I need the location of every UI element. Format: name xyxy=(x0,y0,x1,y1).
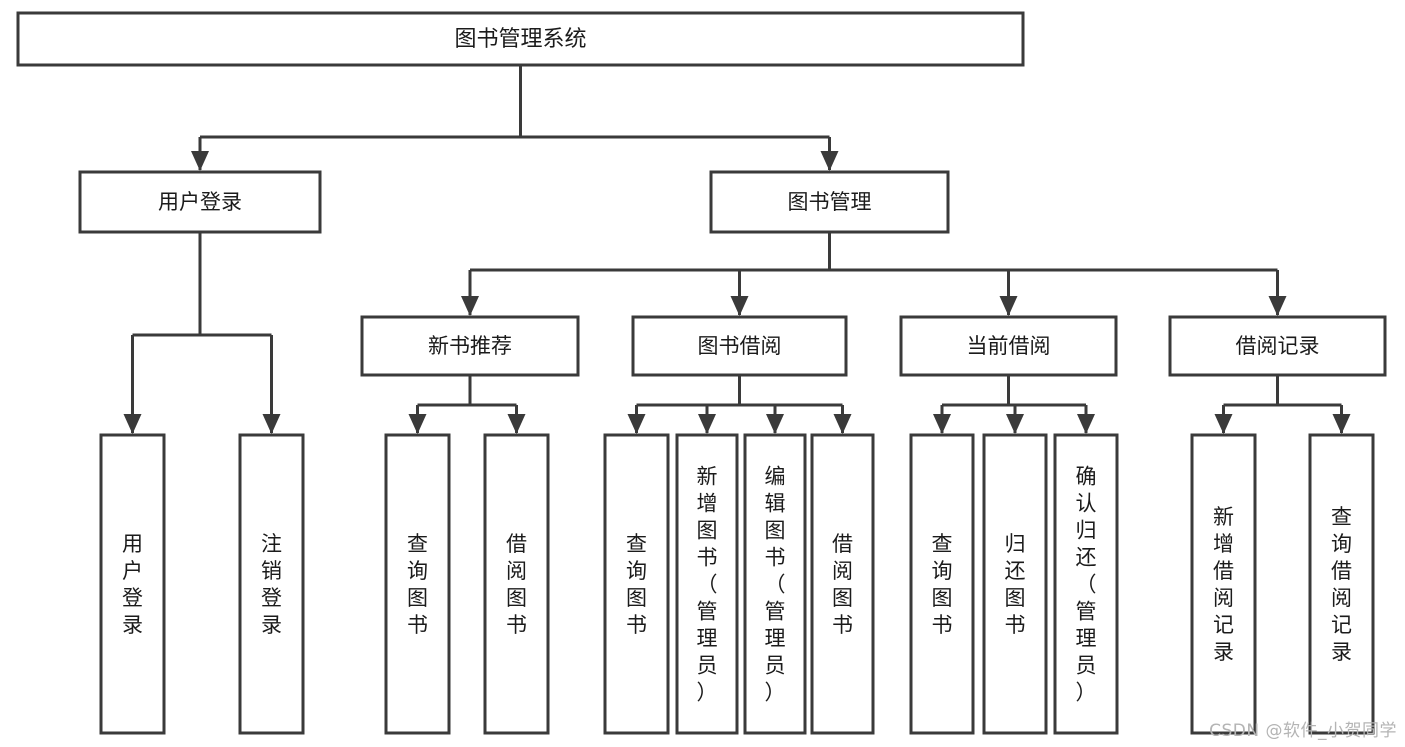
arrow-head-icon xyxy=(833,414,852,434)
node-label: 图书借阅 xyxy=(698,334,782,358)
node-label: 注销登录 xyxy=(261,532,282,637)
node-label: 查询图书 xyxy=(626,532,647,637)
node-leaf-query-book-3[interactable]: 查询图书 xyxy=(909,433,975,735)
node-label: 归还图书 xyxy=(1005,532,1026,637)
node-leaf-return-book[interactable]: 归还图书 xyxy=(982,433,1048,735)
node-label: 图书管理系统 xyxy=(454,27,586,52)
arrow-head-icon xyxy=(1214,414,1233,434)
node-label: 用户登录 xyxy=(158,190,242,214)
node-label: 查询图书 xyxy=(932,532,953,637)
arrow-head-icon xyxy=(766,414,784,434)
arrow-head-icon xyxy=(730,296,749,316)
node-box xyxy=(675,433,739,735)
arrow-head-icon xyxy=(999,296,1018,316)
node-leaf-confirm-return[interactable]: 确认归还（管理员） xyxy=(1053,433,1119,735)
node-layer: 图书管理系统用户登录图书管理新书推荐图书借阅当前借阅借阅记录用户登录注销登录查询… xyxy=(16,11,1387,735)
node-root[interactable]: 图书管理系统 xyxy=(16,11,1025,67)
node-box xyxy=(603,433,670,735)
node-label: 查询借阅记录 xyxy=(1331,505,1352,664)
arrow-head-icon xyxy=(507,414,526,434)
node-box xyxy=(709,170,950,234)
node-box xyxy=(238,433,305,735)
arrow-head-icon xyxy=(1006,414,1024,434)
arrow-head-icon xyxy=(123,414,142,434)
node-label: 新增图书（管理员） xyxy=(697,465,718,705)
node-box xyxy=(982,433,1048,735)
node-label: 借阅图书 xyxy=(832,532,853,637)
node-label: 当前借阅 xyxy=(967,334,1051,358)
node-current-borrow[interactable]: 当前借阅 xyxy=(899,315,1118,377)
node-leaf-borrow-book-2[interactable]: 借阅图书 xyxy=(810,433,875,735)
node-label: 借阅记录 xyxy=(1236,334,1320,358)
node-leaf-edit-book[interactable]: 编辑图书（管理员） xyxy=(743,433,807,735)
arrow-head-icon xyxy=(1077,414,1095,434)
node-label: 图书管理 xyxy=(788,190,872,214)
arrow-head-icon xyxy=(191,151,209,171)
arrow-head-icon xyxy=(627,414,646,434)
node-box xyxy=(78,170,322,234)
arrow-head-icon xyxy=(1332,414,1351,434)
node-box xyxy=(360,315,580,377)
arrow-head-icon xyxy=(1268,296,1287,316)
csdn-watermark: CSDN @软件_小贺同学 xyxy=(1209,721,1397,741)
node-box xyxy=(483,433,550,735)
node-leaf-add-record[interactable]: 新增借阅记录 xyxy=(1190,433,1257,735)
node-box xyxy=(99,433,166,735)
node-leaf-user-login[interactable]: 用户登录 xyxy=(99,433,166,735)
node-label: 借阅图书 xyxy=(506,532,527,637)
node-leaf-user-logout[interactable]: 注销登录 xyxy=(238,433,305,735)
node-leaf-query-book-1[interactable]: 查询图书 xyxy=(384,433,451,735)
node-label: 用户登录 xyxy=(122,532,143,637)
connector-layer xyxy=(123,65,1351,434)
node-box xyxy=(384,433,451,735)
node-book-manage[interactable]: 图书管理 xyxy=(709,170,950,234)
node-box xyxy=(1053,433,1119,735)
node-box xyxy=(810,433,875,735)
node-user-login[interactable]: 用户登录 xyxy=(78,170,322,234)
node-box xyxy=(743,433,807,735)
node-label: 编辑图书（管理员） xyxy=(765,465,786,705)
arrow-head-icon xyxy=(820,151,839,171)
arrow-head-icon xyxy=(698,414,716,434)
node-borrow-record[interactable]: 借阅记录 xyxy=(1168,315,1387,377)
node-leaf-query-book-2[interactable]: 查询图书 xyxy=(603,433,670,735)
node-label: 新增借阅记录 xyxy=(1213,505,1234,664)
node-label: 确认归还（管理员） xyxy=(1076,465,1097,705)
node-box xyxy=(631,315,848,377)
node-box xyxy=(1308,433,1375,735)
arrow-head-icon xyxy=(461,296,479,316)
arrow-head-icon xyxy=(408,414,427,434)
node-label: 查询图书 xyxy=(407,532,428,637)
node-box xyxy=(899,315,1118,377)
node-leaf-query-record[interactable]: 查询借阅记录 xyxy=(1308,433,1375,735)
node-book-borrow[interactable]: 图书借阅 xyxy=(631,315,848,377)
node-leaf-add-book[interactable]: 新增图书（管理员） xyxy=(675,433,739,735)
node-new-book-recommend[interactable]: 新书推荐 xyxy=(360,315,580,377)
node-box xyxy=(1168,315,1387,377)
node-box xyxy=(16,11,1025,67)
node-leaf-borrow-book-1[interactable]: 借阅图书 xyxy=(483,433,550,735)
node-box xyxy=(1190,433,1257,735)
node-box xyxy=(909,433,975,735)
node-label: 新书推荐 xyxy=(428,334,512,358)
arrow-head-icon xyxy=(262,414,281,434)
arrow-head-icon xyxy=(933,414,951,434)
